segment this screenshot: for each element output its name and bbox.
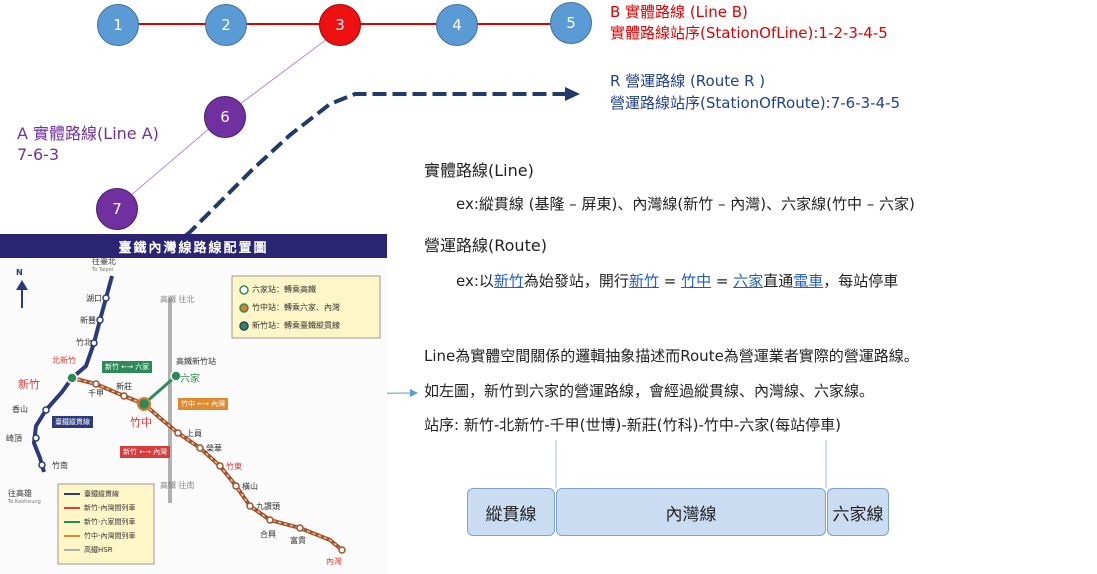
route-definition-example: ex:以新竹為始發站，開行新竹 = 竹中 = 六家直通電車，每站停車 <box>456 270 898 291</box>
station-node-2: 2 <box>205 4 247 46</box>
station-beixinzhu: 北新竹 <box>52 356 76 365</box>
station-zhuzhong: 竹中 <box>130 416 152 429</box>
station-node-6: 6 <box>204 96 246 138</box>
station-hsr-xinzhu: 高鐵新竹站 <box>176 357 216 366</box>
xinzhu-link[interactable]: 新竹 <box>493 272 524 290</box>
route-ex-part: 直通 <box>763 272 794 290</box>
north-label: N <box>16 268 23 277</box>
tag-xinzhu-neiwan: 新竹 ←→ 內灣 <box>120 446 171 458</box>
station-node-4: 4 <box>436 4 478 46</box>
station-hexing: 合興 <box>260 530 276 539</box>
station-neiwan: 內灣 <box>326 557 342 566</box>
station-xiangshan: 香山 <box>12 405 28 414</box>
legend-line-1: 臺鐵縱貫線 <box>84 490 119 498</box>
station-shanggong: 上員 <box>186 429 202 438</box>
description-line-3: 站序: 新竹-北新竹-千甲(世博)-新莊(竹科)-竹中-六家(每站停車) <box>424 416 841 434</box>
route-ex-part: 為始發站，開行 <box>523 272 629 290</box>
legend-line-3: 新竹-六家間列車 <box>84 518 136 526</box>
station-qiding: 崎頂 <box>6 434 22 443</box>
line-definition-heading: 實體路線(Line) <box>424 161 534 180</box>
station-hukou: 湖口 <box>86 294 102 303</box>
route-r-title: R 營運路線 (Route R ) <box>610 72 766 90</box>
station-hengshan: 橫山 <box>242 482 258 491</box>
route-ex-part: ex:以 <box>456 272 494 290</box>
route-ex-part: = <box>658 272 682 290</box>
to-kaohsiung-en: To Kaohsiung <box>8 499 41 505</box>
station-fugui: 富貴 <box>290 536 306 545</box>
hsr-south-label: 高鐵 往南 <box>160 481 195 490</box>
legend-line-4: 竹中-內灣間列車 <box>84 532 136 540</box>
xinzhu-link[interactable]: 新竹 <box>628 272 659 290</box>
station-liujia: 六家 <box>180 374 200 385</box>
line-b-label: B 實體路線 (Line B) 實體路線站序(StationOfLine):1-… <box>610 2 888 44</box>
station-zhubei: 竹北 <box>76 338 92 347</box>
to-taipei-en: To Taipei <box>92 267 114 273</box>
train-link[interactable]: 電車 <box>793 272 824 290</box>
route-definition-heading: 營運路線(Route) <box>424 236 547 255</box>
route-ex-part: = <box>711 272 734 290</box>
station-qianjia: 千甲 <box>88 389 104 398</box>
tag-zhuzhong-neiwan: 竹中 ←→ 內灣 <box>178 398 229 410</box>
zhuzhong-link[interactable]: 竹中 <box>681 272 712 290</box>
line-b-stations: 實體路線站序(StationOfLine):1-2-3-4-5 <box>610 24 888 42</box>
station-node-5: 5 <box>550 2 592 44</box>
description-line-2: 如左圖，新竹到六家的營運路線，會經過縱貫線、內灣線、六家線。 <box>424 382 875 400</box>
to-kaohsiung-text: 往高雄 <box>8 489 32 498</box>
map-title-text: 臺鐵內灣線路線配置圖 <box>118 240 269 256</box>
station-zhudong: 竹東 <box>226 462 242 471</box>
segment-neiwan: 內灣線 <box>556 488 826 536</box>
liujia-link[interactable]: 六家 <box>733 272 764 290</box>
legend-line-2: 新竹-內灣間列車 <box>84 504 136 512</box>
line-a-label: A 實體路線(Line A) 7-6-3 <box>17 123 159 165</box>
station-xinzhuang: 新莊 <box>116 382 132 391</box>
legend-station-2: 竹中站：轉乘六家、內灣 <box>252 303 340 312</box>
station-node-7: 7 <box>96 188 138 230</box>
station-xinfeng: 新豐 <box>80 316 96 325</box>
legend-station-1: 六家站：轉乘高鐵 <box>252 285 316 294</box>
description-line-1: Line為實體空間關係的邏輯抽象描述而Route為營運業者實際的營運路線。 <box>424 347 919 365</box>
line-a-title: A 實體路線(Line A) <box>17 124 159 143</box>
station-ronghua: 榮華 <box>206 444 222 453</box>
station-node-1: 1 <box>97 4 139 46</box>
legend-line-5: 高鐵HSR <box>84 546 113 554</box>
route-r-stations: 營運路線站序(StationOfRoute):7-6-3-4-5 <box>610 94 901 112</box>
station-xinzhu: 新竹 <box>18 378 40 391</box>
station-jiuzantou: 九讚頭 <box>256 502 280 511</box>
legend-station-3: 新竹站：轉乘臺鐵縱貫線 <box>252 321 340 330</box>
hsr-north-label: 高鐵 往北 <box>160 295 195 304</box>
station-zhunan: 竹南 <box>52 461 68 470</box>
line-a-stations: 7-6-3 <box>17 145 60 164</box>
segment-liujia: 六家線 <box>827 488 889 536</box>
route-r-label: R 營運路線 (Route R ) 營運路線站序(StationOfRoute)… <box>610 70 900 114</box>
map-title: 臺鐵內灣線路線配置圖 <box>0 234 387 258</box>
route-ex-part: ，每站停車 <box>823 272 899 290</box>
to-taipei-text: 往臺北 <box>92 257 116 266</box>
station-node-3: 3 <box>319 4 361 46</box>
tag-xinzhu-liujia: 新竹 ←→ 六家 <box>102 361 153 373</box>
route-map-lines <box>16 275 381 565</box>
line-b-title: B 實體路線 (Line B) <box>610 3 748 21</box>
line-definition-example: ex:縱貫線 (基隆 – 屏東)、內灣線(新竹 – 內灣)、六家線(竹中 – 六… <box>456 195 915 213</box>
tag-western-line: 臺鐵縱貫線 <box>52 416 93 428</box>
segment-zongguan: 縱貫線 <box>467 488 555 536</box>
